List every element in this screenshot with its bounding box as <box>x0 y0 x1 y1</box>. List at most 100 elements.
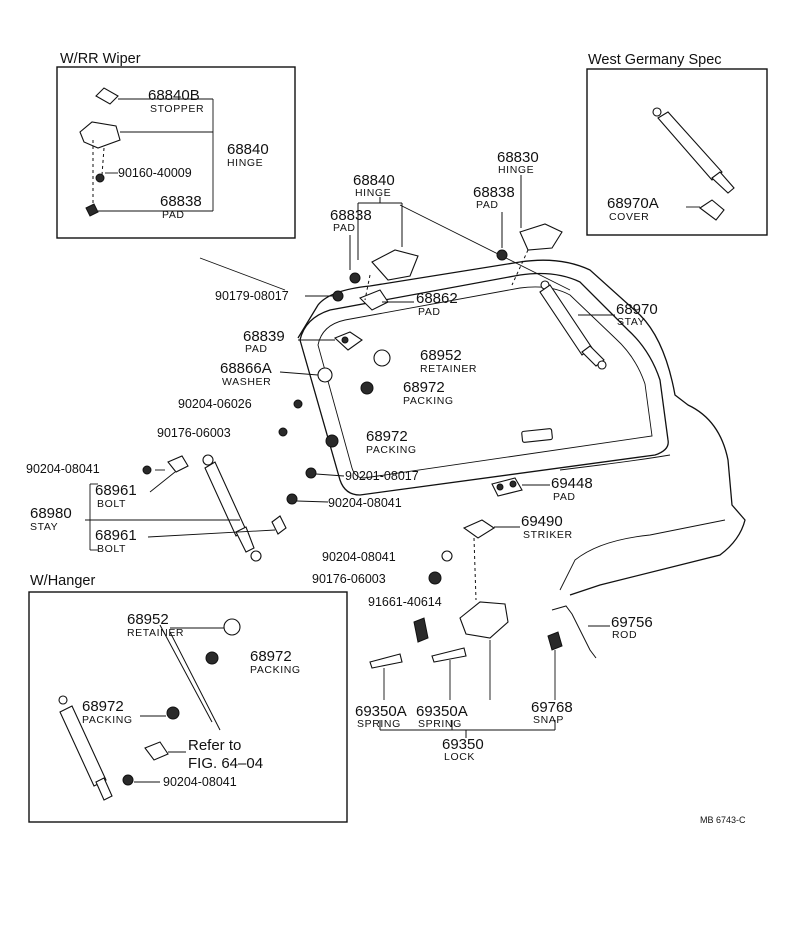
spring-69350A-1 <box>369 653 403 669</box>
stopper-part <box>95 87 119 105</box>
svg-text:PAD: PAD <box>476 199 499 211</box>
svg-text:WASHER: WASHER <box>222 376 271 388</box>
svg-text:90204-08041: 90204-08041 <box>26 462 100 476</box>
svg-text:BOLT: BOLT <box>97 543 126 555</box>
svg-text:90204-08041: 90204-08041 <box>322 550 396 564</box>
svg-text:PAD: PAD <box>162 209 185 221</box>
svg-text:68980: 68980 <box>30 505 72 522</box>
svg-text:68961: 68961 <box>95 527 137 544</box>
lock-area <box>369 477 610 738</box>
pad-68838-right <box>496 249 508 261</box>
svg-text:PAD: PAD <box>553 491 576 503</box>
pad-68838-left <box>349 272 361 284</box>
screw-91661 <box>413 617 429 643</box>
svg-text:68970: 68970 <box>616 301 658 318</box>
svg-text:90160-40009: 90160-40009 <box>118 166 192 180</box>
svg-text:68862: 68862 <box>416 290 458 307</box>
germany-parts <box>652 107 735 221</box>
svg-text:BOLT: BOLT <box>97 498 126 510</box>
cover-part <box>699 199 725 221</box>
svg-text:PACKING: PACKING <box>366 444 417 456</box>
small-parts-left <box>199 257 391 505</box>
svg-text:68972: 68972 <box>82 698 124 715</box>
svg-text:STOPPER: STOPPER <box>150 103 204 115</box>
svg-text:90204-08041: 90204-08041 <box>163 775 237 789</box>
hinge-68830 <box>519 223 563 251</box>
svg-text:STRIKER: STRIKER <box>523 529 573 541</box>
striker-69490 <box>462 519 496 539</box>
svg-text:68838: 68838 <box>473 184 515 201</box>
label-68840B: 68840B <box>148 87 200 104</box>
stay-68980 <box>85 454 287 562</box>
spring-69350A-2 <box>431 647 467 663</box>
svg-text:68839: 68839 <box>243 328 285 345</box>
svg-text:68952: 68952 <box>420 347 462 364</box>
retainer-68952 <box>373 349 391 367</box>
svg-text:69350A: 69350A <box>355 703 407 720</box>
svg-text:FIG. 64–04: FIG. 64–04 <box>188 755 263 772</box>
pad-part-wiper <box>85 203 99 217</box>
svg-text:COVER: COVER <box>609 211 649 223</box>
svg-text:69350A: 69350A <box>416 703 468 720</box>
bolt-part-wiper <box>95 173 105 183</box>
svg-text:PACKING: PACKING <box>250 664 301 676</box>
packing-68972-b <box>325 434 339 448</box>
svg-text:RETAINER: RETAINER <box>127 627 184 639</box>
svg-text:68830: 68830 <box>497 149 539 166</box>
svg-text:68961: 68961 <box>95 482 137 499</box>
wiper-box <box>56 66 296 239</box>
svg-text:69768: 69768 <box>531 699 573 716</box>
back-door-body <box>297 259 746 596</box>
svg-text:STAY: STAY <box>617 316 645 328</box>
svg-text:ROD: ROD <box>612 629 637 641</box>
svg-text:68838: 68838 <box>330 207 372 224</box>
svg-text:HINGE: HINGE <box>355 187 391 199</box>
hinge-assembly-right <box>496 175 563 286</box>
svg-text:SPRING: SPRING <box>418 718 462 730</box>
svg-text:PACKING: PACKING <box>82 714 133 726</box>
svg-text:PACKING: PACKING <box>403 395 454 407</box>
svg-text:68952: 68952 <box>127 611 169 628</box>
svg-text:STAY: STAY <box>30 521 58 533</box>
washer-68866A <box>317 367 333 383</box>
drawing-code: MB 6743-C <box>700 815 746 825</box>
svg-text:91661-40614: 91661-40614 <box>368 595 442 609</box>
hanger-parts <box>58 618 241 801</box>
svg-text:Refer to: Refer to <box>188 737 241 754</box>
hanger-box <box>28 591 348 823</box>
svg-text:PAD: PAD <box>245 343 268 355</box>
wiper-box-title: W/RR Wiper <box>60 51 141 67</box>
pad-68862 <box>359 289 389 311</box>
svg-text:68866A: 68866A <box>220 360 272 377</box>
hinge-part-wiper <box>79 121 121 149</box>
svg-text:LOCK: LOCK <box>444 751 475 763</box>
hanger-box-title: W/Hanger <box>30 573 95 589</box>
svg-text:PAD: PAD <box>418 306 441 318</box>
snap-69768 <box>547 631 563 651</box>
lock-69350 <box>459 601 509 639</box>
svg-text:SPRING: SPRING <box>357 718 401 730</box>
svg-text:68840: 68840 <box>353 172 395 189</box>
hinge-assembly-left <box>349 197 571 311</box>
svg-text:68972: 68972 <box>403 379 445 396</box>
svg-text:69756: 69756 <box>611 614 653 631</box>
svg-text:90204-08041: 90204-08041 <box>328 496 402 510</box>
svg-text:90176-06003: 90176-06003 <box>157 426 231 440</box>
wiper-parts <box>79 87 214 217</box>
stay-68970 <box>539 280 615 370</box>
svg-text:90204-06026: 90204-06026 <box>178 397 252 411</box>
svg-text:68840: 68840 <box>227 141 269 158</box>
germany-box-title: West Germany Spec <box>588 52 722 68</box>
svg-text:90176-06003: 90176-06003 <box>312 572 386 586</box>
svg-text:68838: 68838 <box>160 193 202 210</box>
packing-68972-a <box>360 381 374 395</box>
stay-part-germany <box>657 111 723 181</box>
svg-text:69350: 69350 <box>442 736 484 753</box>
svg-text:68972: 68972 <box>366 428 408 445</box>
svg-text:69490: 69490 <box>521 513 563 530</box>
stop-lamp <box>521 428 553 443</box>
svg-text:68970A: 68970A <box>607 195 659 212</box>
svg-text:RETAINER: RETAINER <box>420 363 477 375</box>
